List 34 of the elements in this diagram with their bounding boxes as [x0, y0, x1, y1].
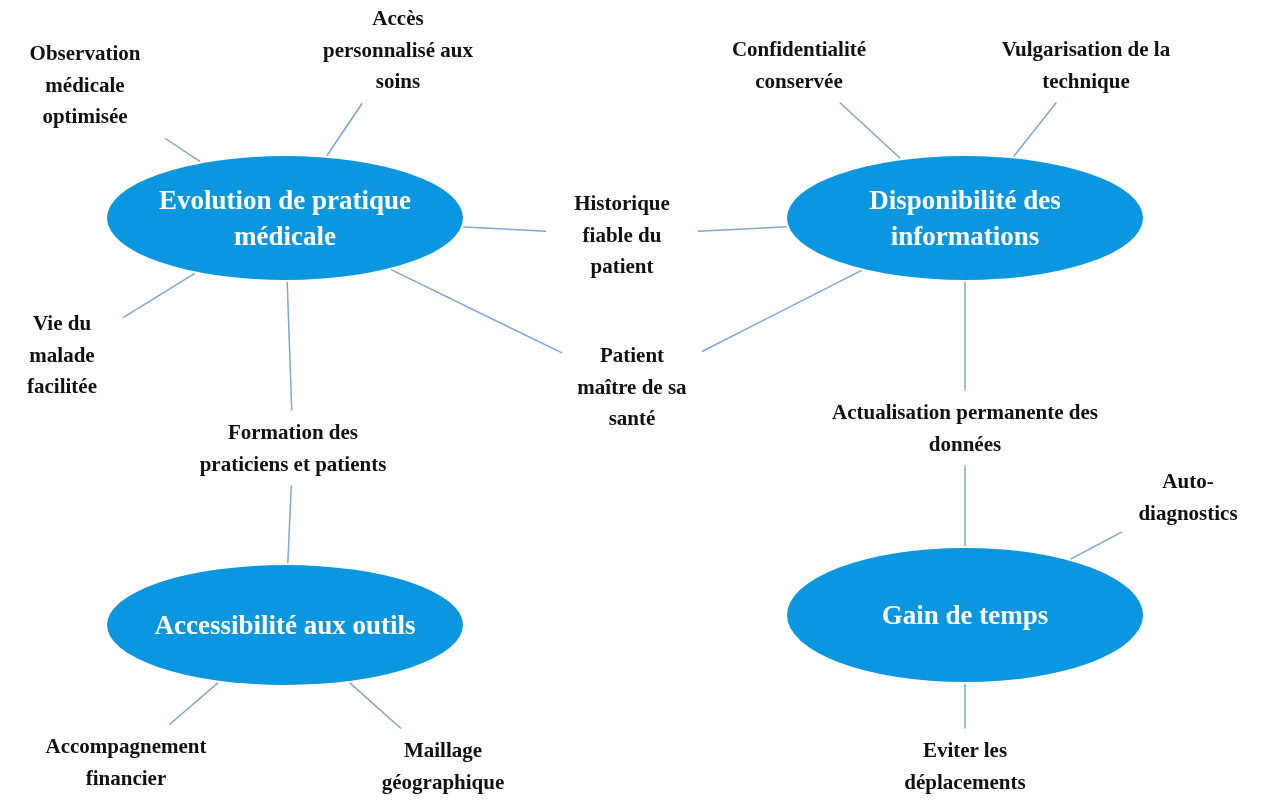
topic-label: Eviter les déplacements	[890, 734, 1040, 798]
topic-label: Vulgarisation de la technique	[986, 33, 1186, 97]
topic-label: Confidentialité conservée	[704, 33, 894, 97]
connector-line	[168, 681, 219, 726]
connector-line	[164, 137, 201, 163]
connector-line	[701, 269, 863, 353]
topic-label: Accompagnement financier	[11, 730, 241, 794]
topic-label: Vie du malade facilitée	[7, 307, 117, 403]
connector-line	[286, 281, 293, 412]
connector-line	[287, 484, 293, 564]
connector-line	[462, 226, 547, 232]
topic-label: Maillage géographique	[368, 734, 518, 798]
topic-label: Accès personnalisé aux soins	[318, 2, 478, 98]
connector-line	[838, 101, 901, 160]
connector-line	[697, 226, 788, 232]
connector-line	[349, 682, 402, 730]
topic-title: Evolution de pratique médicale	[157, 183, 412, 253]
connector-line	[390, 268, 563, 354]
topic-label: Formation des praticiens et patients	[193, 416, 393, 480]
topic-label: Historique fiable du patient	[552, 187, 692, 283]
connector-line	[1012, 101, 1058, 158]
topic-title: Disponibilité des informations	[868, 183, 1062, 253]
topic-label: Patient maître de sa santé	[568, 339, 696, 435]
topic-title: Gain de temps	[881, 598, 1049, 632]
connector-line	[1069, 531, 1123, 560]
connector-line	[964, 464, 966, 547]
connector-line	[964, 683, 966, 730]
topic-label: Auto-diagnostics	[1128, 465, 1248, 529]
connector-line	[122, 272, 196, 319]
topic-label: Actualisation permanente des données	[810, 396, 1120, 460]
topic-title: Accessibilité aux outils	[154, 608, 416, 642]
connector-line	[326, 102, 363, 157]
connector-line	[964, 281, 966, 392]
topic-label: Observation médicale optimisée	[5, 37, 165, 133]
